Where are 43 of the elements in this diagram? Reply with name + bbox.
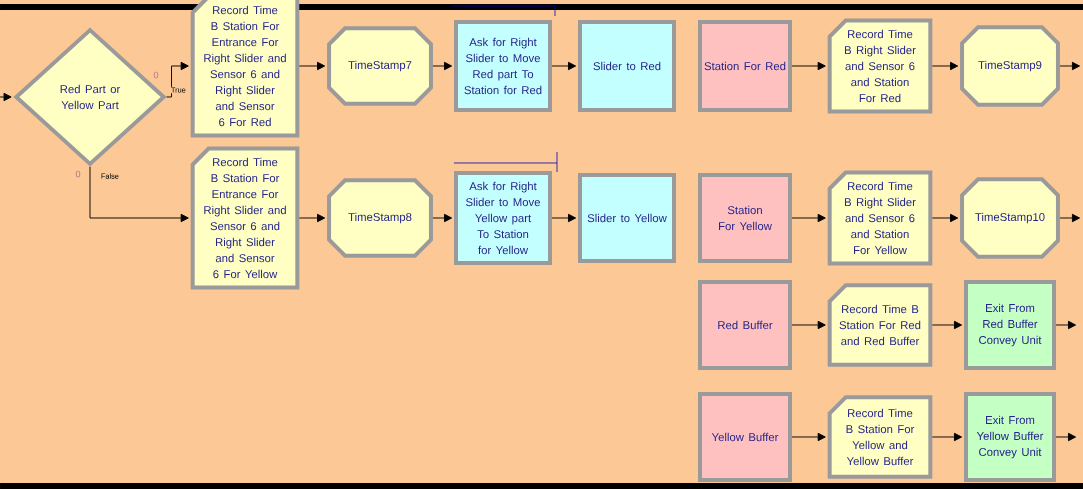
- record-box: Record Time B Right Slider and Sensor 6 and Station For Red: [827, 18, 933, 114]
- connector: [432, 213, 453, 223]
- record-box: Record Time B Station For Entrance For Right Slider and Sensor 6 and Right Slider and Sensor 6 For Yellow: [190, 146, 300, 290]
- counter-label: 0: [75, 170, 81, 178]
- process-box: Slider to Red: [578, 20, 676, 112]
- connector: [931, 213, 959, 223]
- assign-box: TimeStamp7: [327, 26, 433, 106]
- process-box: Ask for Right Slider to Move Yellow part To Station for Yellow: [454, 171, 552, 265]
- assign-box: TimeStamp8: [327, 178, 433, 258]
- connector: [931, 320, 963, 330]
- connector: [1059, 213, 1081, 223]
- connector: [3, 92, 12, 102]
- record-box: Record Time B Right Slider and Sensor 6 and Station For Yellow: [827, 170, 933, 266]
- connector: [791, 213, 826, 223]
- connector: [791, 432, 826, 442]
- record-box: Record Time B Station For Entrance For Right Slider and Sensor 6 and Right Slider and Sensor 6 For Red: [190, 0, 300, 138]
- process-box: Station For Yellow: [698, 173, 792, 263]
- connector: [1055, 320, 1077, 330]
- connector: [931, 432, 963, 442]
- process-box: Exit From Red Buffer Convey Unit: [964, 280, 1056, 370]
- connector: [298, 61, 326, 71]
- connector: [1059, 61, 1081, 71]
- connector: [298, 213, 326, 223]
- connector: [166, 61, 189, 98]
- record-box: Record Time B Station For Red and Red Buffer: [827, 283, 933, 367]
- connector: [551, 213, 577, 223]
- assign-box: TimeStamp10: [960, 177, 1060, 259]
- process-box: Slider to Yellow: [578, 173, 676, 263]
- process-box: Red Buffer: [698, 280, 792, 370]
- process-box: Exit From Yellow Buffer Convey Unit: [964, 392, 1056, 482]
- process-box: Station For Red: [698, 20, 792, 112]
- connector: [791, 61, 826, 71]
- connector: [551, 61, 577, 71]
- counter-label: 0: [153, 71, 159, 79]
- assign-box: TimeStamp9: [960, 25, 1060, 107]
- connector: [931, 61, 959, 71]
- process-box: Ask for Right Slider to Move Red part To Station for Red: [454, 20, 552, 112]
- record-box: Record Time B Station For Yellow and Yellow Buffer: [827, 395, 933, 479]
- connector: [432, 61, 453, 71]
- connector: [791, 320, 826, 330]
- connector: [1055, 432, 1077, 442]
- connector: [89, 166, 189, 223]
- process-box: Yellow Buffer: [698, 392, 792, 482]
